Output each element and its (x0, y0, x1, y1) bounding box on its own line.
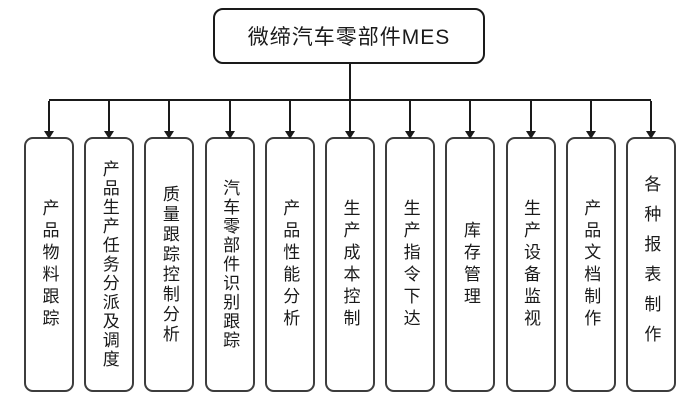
connector-stem (469, 101, 472, 133)
arrow-down-icon (585, 131, 596, 139)
node-production-task-dispatch-scheduling: 产品生产任务分派及调度 (84, 101, 135, 392)
arrow-down-icon (525, 131, 536, 139)
node-label: 产品生产任务分派及调度 (99, 160, 119, 369)
node-quality-tracking-control-analysis: 质量跟踪控制分析 (144, 101, 195, 392)
arrow-down-icon (224, 131, 235, 139)
arrow-down-icon (284, 131, 295, 139)
node-label: 生产指令下达 (400, 198, 420, 331)
arrow-down-icon (104, 131, 115, 139)
arrow-down-icon (164, 131, 175, 139)
node-mes-root: 微缔汽车零部件MES (213, 8, 485, 64)
node-label: 质量跟踪控制分析 (159, 184, 179, 345)
arrow-down-icon (465, 131, 476, 139)
node-production-equipment-monitoring: 生产设备监视 (505, 101, 556, 392)
connector-stem (108, 101, 111, 133)
node-label: 生产成本控制 (340, 198, 360, 331)
connector-root-stem (349, 62, 351, 101)
node-label: 各种报表制作 (641, 174, 661, 355)
arrow-down-icon (405, 131, 416, 139)
connector-stem (348, 101, 351, 133)
connector-stem (589, 101, 592, 133)
node-product-performance-analysis: 产品性能分析 (264, 101, 315, 392)
node-various-reports-creation: 各种报表制作 (625, 101, 676, 392)
arrow-down-icon (44, 131, 54, 139)
node-label: 库存管理 (460, 220, 480, 309)
arrow-down-icon (645, 131, 656, 139)
node-product-material-tracking: 产品物料跟踪 (24, 101, 74, 392)
connector-stem (529, 101, 532, 133)
child-nodes-row: 产品物料跟踪 产品生产任务分派及调度 质量跟踪控制分析 汽车零部件识别跟踪 产品… (24, 101, 676, 392)
node-label: 汽车零部件识别跟踪 (220, 179, 240, 350)
node-product-document-creation: 产品文档制作 (565, 101, 616, 392)
connector-bus-line (49, 99, 651, 101)
connector-stem (168, 101, 171, 133)
arrow-down-icon (344, 131, 355, 139)
node-production-order-issue: 生产指令下达 (385, 101, 436, 392)
connector-stem (288, 101, 291, 133)
connector-stem (48, 101, 50, 133)
node-label: 生产设备监视 (521, 198, 540, 331)
node-auto-parts-identification-tracking: 汽车零部件识别跟踪 (204, 101, 255, 392)
connector-stem (228, 101, 231, 133)
root-node-label: 微缔汽车零部件MES (247, 26, 451, 49)
node-production-cost-control: 生产成本控制 (324, 101, 375, 392)
node-label: 产品文档制作 (581, 198, 601, 331)
node-label: 产品性能分析 (280, 198, 300, 331)
node-inventory-management: 库存管理 (445, 101, 496, 392)
connector-stem (409, 101, 412, 133)
connector-stem (649, 101, 652, 133)
node-label: 产品物料跟踪 (39, 198, 59, 331)
